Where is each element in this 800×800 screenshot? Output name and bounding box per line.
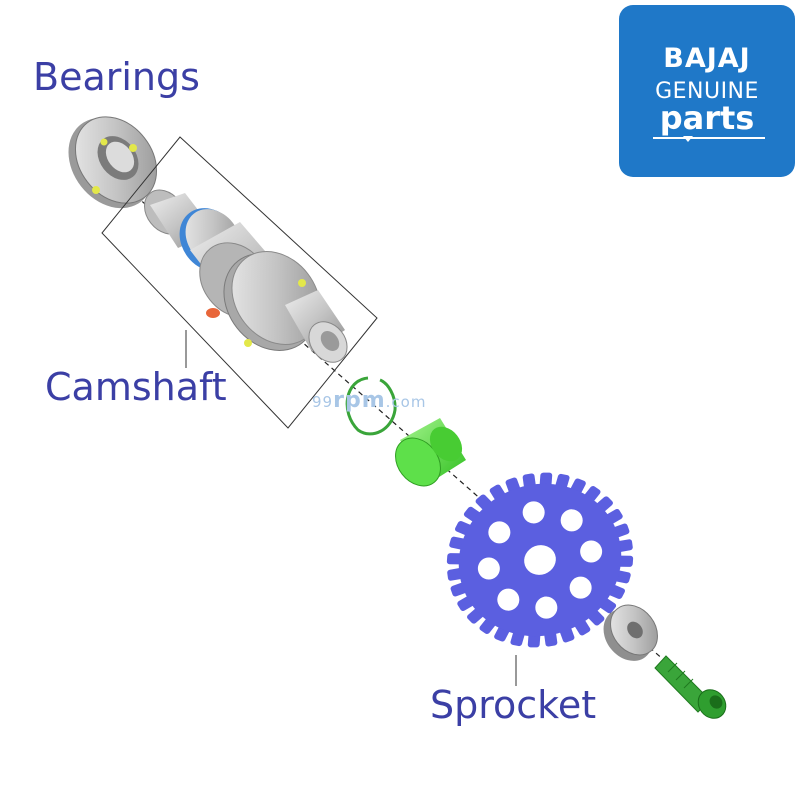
sprocket-hole — [477, 557, 500, 580]
sprocket-label: Sprocket — [430, 683, 597, 727]
watermark-suffix: .com — [385, 393, 427, 411]
circlip-part — [345, 376, 397, 436]
sprocket-part — [446, 472, 634, 648]
bajaj-genuine-parts-logo: BAJAJ GENUINE parts — [619, 5, 795, 177]
spacer-part — [395, 418, 466, 487]
watermark-main: rpm — [333, 388, 386, 413]
camshaft-label: Camshaft — [45, 365, 227, 409]
watermark-prefix: 99 — [312, 393, 334, 411]
sprocket-hole — [522, 501, 545, 524]
logo-parts-text: parts — [659, 99, 755, 137]
sprocket-hole — [580, 540, 603, 563]
bearing-part — [68, 116, 158, 209]
bearing-ball — [92, 186, 100, 194]
camshaft-outline-box — [101, 136, 378, 429]
sprocket-hole — [560, 509, 583, 532]
washer-part — [603, 604, 658, 661]
logo-genuine-text: GENUINE — [655, 79, 759, 104]
camshaft-part — [144, 189, 348, 363]
sprocket-center-hole — [524, 545, 556, 575]
bearing-ball — [100, 138, 108, 146]
bearing-ball — [129, 144, 137, 152]
sprocket-hole — [535, 596, 558, 619]
logo-notch-icon — [683, 136, 693, 142]
sprocket-hole — [569, 576, 592, 599]
logo-brand-text: BAJAJ — [663, 43, 751, 74]
sprocket-hole — [488, 521, 511, 544]
bolt-part — [654, 655, 727, 719]
sprocket-hole — [497, 588, 520, 611]
logo-underline — [653, 137, 765, 139]
watermark: 99rpm.com — [312, 388, 426, 413]
bearings-label: Bearings — [33, 55, 200, 99]
